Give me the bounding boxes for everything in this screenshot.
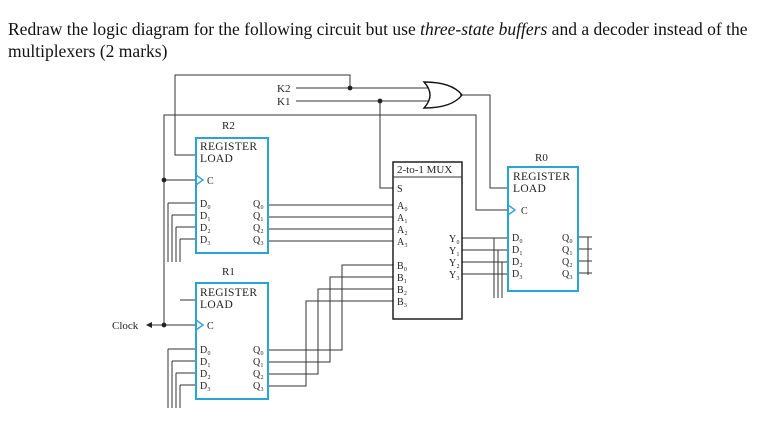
r2-d3: D₃ (200, 235, 211, 246)
r1-box (195, 282, 269, 400)
question-emphasis: three-state buffers (420, 19, 548, 39)
r1-d3: D₃ (200, 381, 211, 392)
r0-title: REGISTER (513, 171, 570, 183)
r2-clock-icon (195, 173, 205, 187)
r1-q1: Q₁ (253, 357, 264, 368)
r0-box (507, 166, 579, 292)
r2-d0: D₀ (200, 199, 211, 210)
r2-box (195, 137, 269, 254)
r2-d1: D₁ (200, 211, 211, 222)
r1-name: R1 (222, 266, 235, 278)
mux-a1: A₁ (397, 213, 408, 224)
wire-clock-r0 (163, 114, 508, 211)
mux-title: 2-to-1 MUX (397, 164, 452, 176)
register-r2: R2 REGISTER LOAD C D₀ D₁ D₂ D₃ Q₀ Q₁ Q₂ … (195, 120, 269, 254)
r2-d2: D₂ (200, 223, 211, 234)
r0-q1: Q₁ (562, 245, 573, 256)
or-gate (422, 81, 463, 109)
junction-dot (347, 85, 353, 91)
mux-b0: B₀ (397, 261, 408, 272)
wire-k1-to-select (379, 101, 393, 189)
r1-q0: Q₀ (253, 345, 264, 356)
question-text-part2: and a decoder instead of the multiplexer… (8, 19, 748, 61)
r0-d3: D₃ (512, 269, 523, 280)
r0-q2: Q₂ (562, 257, 573, 268)
r2-load: LOAD (200, 153, 233, 165)
r1-d1: D₁ (200, 357, 211, 368)
register-r1: R1 REGISTER LOAD C D₀ D₁ D₂ D₃ Q₀ Q₁ Q₂ … (195, 266, 269, 400)
mux-2to1: 2-to-1 MUX S A₀ A₁ A₂ A₃ B₀ B₁ B₂ B₃ Y₀ … (392, 161, 463, 320)
r1-d2: D₂ (200, 369, 211, 380)
wires (150, 74, 592, 408)
r2-clock-label: C (207, 176, 214, 187)
question-text: Redraw the logic diagram for the followi… (8, 18, 768, 62)
wire-r1q2 (268, 288, 393, 375)
r0-q3: Q₃ (562, 269, 573, 280)
r0-q0: Q₀ (562, 233, 573, 244)
r1-title: REGISTER (200, 287, 257, 299)
r1-load: LOAD (200, 299, 233, 311)
input-label-k2: K2 (277, 83, 290, 95)
question-text-part1: Redraw the logic diagram for the followi… (8, 19, 421, 39)
r1-d0: D₀ (200, 345, 211, 356)
junction-dot (161, 322, 167, 328)
mux-y1: Y₁ (449, 246, 460, 257)
mux-y3: Y₃ (449, 270, 460, 281)
mux-a2: A₂ (397, 225, 408, 236)
wire-r1q0 (268, 264, 393, 351)
mux-b3: B₃ (397, 297, 407, 308)
input-label-k1: K1 (277, 96, 290, 108)
wire-or-to-r0-load (460, 94, 508, 189)
junction-dot (377, 98, 383, 104)
input-label-clock: Clock (112, 320, 139, 332)
mux-a0: A₀ (397, 201, 408, 212)
mux-select: S (397, 184, 403, 195)
r0-load: LOAD (513, 183, 546, 195)
r2-q2: Q₂ (253, 223, 264, 234)
register-r0: R0 REGISTER LOAD C D₀ D₁ D₂ D₃ Q₀ Q₁ Q₂ … (507, 152, 579, 292)
r2-name: R2 (222, 120, 235, 132)
r1-q2: Q₂ (253, 369, 264, 380)
mux-b2: B₂ (397, 285, 407, 296)
wire-r1q1 (268, 276, 393, 363)
mux-a3: A₃ (397, 237, 408, 248)
r2-q3: Q₃ (253, 235, 264, 246)
wire-k2-to-r2-load (174, 74, 351, 156)
r2-q0: Q₀ (253, 199, 264, 210)
r1-q3: Q₃ (253, 381, 264, 392)
mux-b1: B₁ (397, 273, 407, 284)
r1-clock-icon (195, 318, 205, 332)
r0-clock-icon (507, 203, 517, 217)
mux-y0: Y₀ (449, 234, 460, 245)
r2-title: REGISTER (200, 141, 257, 153)
junctions (161, 85, 383, 328)
r0-clock-label: C (521, 206, 528, 217)
r0-d2: D₂ (512, 257, 523, 268)
clock-arrow-icon (146, 322, 152, 328)
wire-r1q3 (268, 300, 393, 387)
r0-d1: D₁ (512, 245, 523, 256)
junction-dot (161, 177, 167, 183)
mux-y2: Y₂ (449, 258, 460, 269)
r0-d0: D₀ (512, 233, 523, 244)
r0-name: R0 (535, 152, 548, 164)
mux-box (392, 161, 463, 320)
r2-q1: Q₁ (253, 211, 264, 222)
r1-clock-label: C (207, 321, 214, 332)
